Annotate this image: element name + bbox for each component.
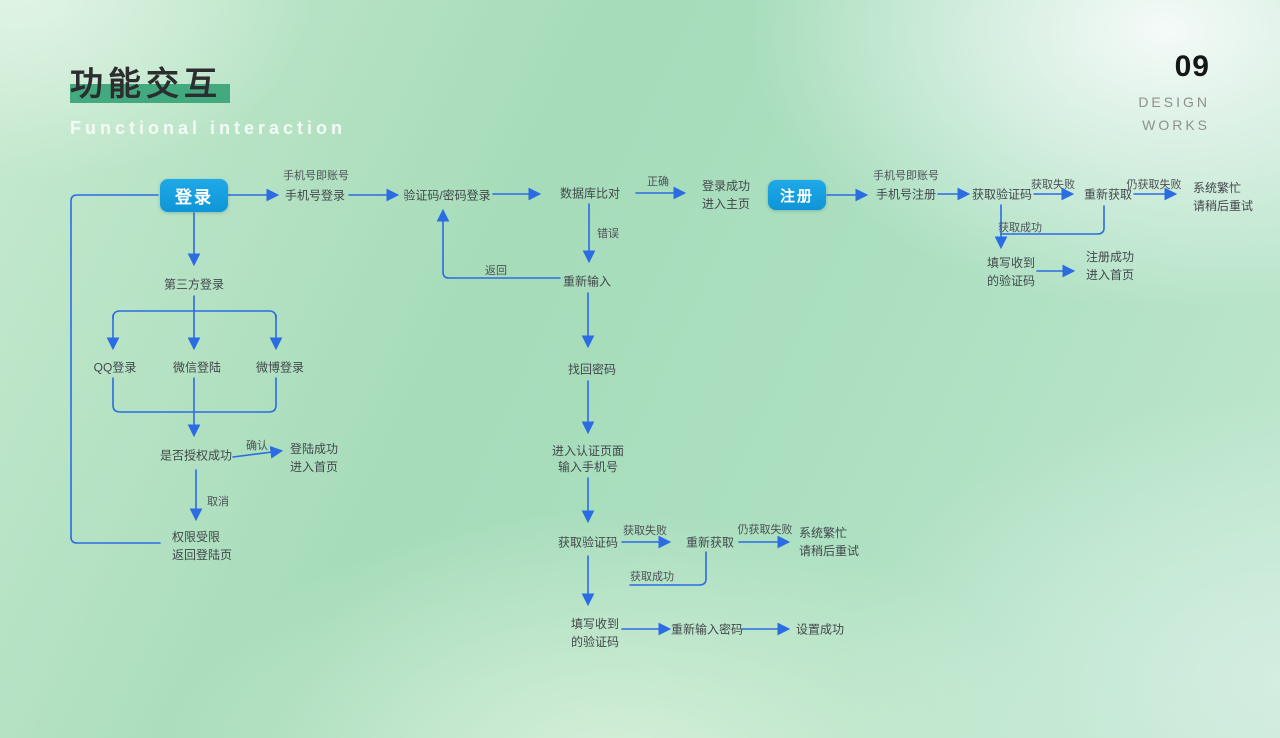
node-fill-code-register-line1: 填写收到 <box>987 256 1036 270</box>
node-system-busy-register-line1: 系统繁忙 <box>1193 181 1242 195</box>
node-register-success-line1: 注册成功 <box>1086 250 1135 264</box>
page-number-block: 09 DESIGN WORKS <box>1138 50 1210 137</box>
works-caption: DESIGN WORKS <box>1138 91 1210 137</box>
node-auth-page-line1: 进入认证页面 <box>551 444 625 458</box>
edge-still-fail-register: 仍获取失败 <box>1126 179 1182 191</box>
node-code-login: 验证码/密码登录 <box>403 188 491 203</box>
node-reinput: 重新输入 <box>562 274 612 289</box>
edge-get-fail-recover: 获取失败 <box>623 525 667 537</box>
edge-get-success-register: 获取成功 <box>998 222 1042 234</box>
node-permission-denied-line1: 权限受限 <box>172 530 221 544</box>
node-fill-code-register: 填写收到 的验证码 <box>987 254 1035 290</box>
edge-phone-is-account-register: 手机号即账号 <box>873 170 939 182</box>
edge-confirm: 确认 <box>246 440 268 452</box>
node-system-busy-register: 系统繁忙 请稍后重试 <box>1193 179 1253 215</box>
node-permission-denied-line2: 返回登陆页 <box>172 548 233 562</box>
page-subtitle: Functional interaction <box>70 118 347 138</box>
node-system-busy-recover-line2: 请稍后重试 <box>799 544 860 558</box>
node-system-busy-register-line2: 请稍后重试 <box>1193 199 1254 213</box>
node-register-success-line2: 进入首页 <box>1086 268 1135 282</box>
edge-still-fail-recover: 仍获取失败 <box>737 524 793 536</box>
works-line1: DESIGN <box>1138 94 1210 110</box>
edge-wrong: 错误 <box>597 228 619 240</box>
node-phone-login: 手机号登录 <box>284 188 346 203</box>
edge-get-fail-register: 获取失败 <box>1031 179 1075 191</box>
node-phone-register: 手机号注册 <box>875 187 937 202</box>
node-auth-page: 进入认证页面 输入手机号 <box>552 443 624 475</box>
node-fill-code-recover: 填写收到 的验证码 <box>571 615 619 651</box>
node-login-success-line2: 进入主页 <box>702 197 751 211</box>
node-fill-code-register-line2: 的验证码 <box>987 274 1036 288</box>
node-wechat-login: 微信登陆 <box>172 360 222 375</box>
login-button[interactable]: 登录 <box>160 179 228 212</box>
node-register-success: 注册成功 进入首页 <box>1086 248 1134 284</box>
node-set-success: 设置成功 <box>795 622 845 637</box>
works-line2: WORKS <box>1142 117 1210 133</box>
edge-back: 返回 <box>485 265 507 277</box>
node-get-code-recover: 获取验证码 <box>557 535 619 550</box>
node-auth-check: 是否授权成功 <box>159 448 233 463</box>
node-auth-success: 登陆成功 进入首页 <box>290 440 338 476</box>
node-login-success-line1: 登录成功 <box>702 179 751 193</box>
node-auth-success-line2: 进入首页 <box>290 460 339 474</box>
page-number: 09 <box>1174 50 1210 83</box>
title-highlight-bar <box>70 84 230 103</box>
node-third-party-login: 第三方登录 <box>163 277 225 292</box>
node-retry-get-recover: 重新获取 <box>685 535 735 550</box>
node-permission-denied: 权限受限 返回登陆页 <box>172 528 232 564</box>
edge-cancel: 取消 <box>207 496 229 508</box>
register-button[interactable]: 注册 <box>768 180 826 210</box>
node-auth-page-line2: 输入手机号 <box>557 460 619 474</box>
node-system-busy-recover-line1: 系统繁忙 <box>799 526 848 540</box>
node-db-compare: 数据库比对 <box>559 186 621 201</box>
node-get-code-register: 获取验证码 <box>971 187 1033 202</box>
node-weibo-login: 微博登录 <box>255 360 305 375</box>
node-qq-login: QQ登录 <box>93 360 137 375</box>
page-title: 功能交互 <box>70 65 222 102</box>
node-auth-success-line1: 登陆成功 <box>290 442 339 456</box>
node-retry-get-register: 重新获取 <box>1083 187 1133 202</box>
node-system-busy-recover: 系统繁忙 请稍后重试 <box>799 524 859 560</box>
node-login-success: 登录成功 进入主页 <box>702 177 750 213</box>
edge-get-success-recover: 获取成功 <box>630 571 674 583</box>
edge-correct: 正确 <box>647 176 669 188</box>
node-reinput-password: 重新输入密码 <box>670 622 744 637</box>
node-fill-code-recover-line2: 的验证码 <box>571 635 620 649</box>
edge-phone-is-account-login: 手机号即账号 <box>283 170 349 182</box>
node-find-password: 找回密码 <box>567 362 617 377</box>
node-fill-code-recover-line1: 填写收到 <box>571 617 620 631</box>
